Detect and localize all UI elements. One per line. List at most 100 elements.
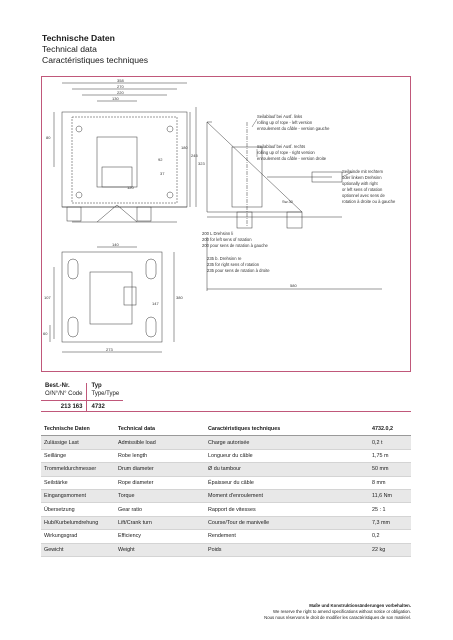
note-crank-fr: optionnel avec sens de (342, 193, 386, 198)
rot-left-de: 200 L Drehsinn li (202, 231, 233, 236)
tech-header: 4732.0,2 (369, 423, 411, 437)
order-col1-en: O/N°/N° Code (41, 390, 88, 401)
rot-left-en: 200 for left sens of rotation (202, 237, 252, 242)
table-cell: Torque (115, 489, 205, 504)
note-crank-fr2: rotation à droite ou à gauche (342, 199, 396, 204)
table-cell: Ø du tambour (205, 462, 369, 477)
table-cell: 0,2 t (369, 435, 411, 450)
note-left-fr: enroulement du câble - version gauche (257, 126, 330, 131)
table-cell: Efficiency (115, 529, 205, 544)
title-en: Technical data (42, 44, 97, 54)
dim-130: 130 (112, 96, 119, 101)
note-left-title: Seilablauf bei Ausf. links (257, 114, 302, 119)
footer-line-en: We reserve the right to amend specificat… (273, 609, 411, 614)
table-cell: 50 mm (369, 462, 411, 477)
table-cell: Rapport de vitesses (205, 502, 369, 517)
dim-270: 270 (117, 84, 124, 89)
title-de: Technische Daten (42, 33, 115, 43)
tech-header: Caractéristiques techniques (205, 423, 369, 437)
footer-line-de: Maße und Konstruktionsänderungen vorbeha… (309, 603, 411, 608)
table-cell: Rendement (205, 529, 369, 544)
table-row: Wirkungsgrad Efficiency Rendement 0,2 (41, 529, 411, 544)
note-right-en: rolling up of rope - right version (257, 150, 315, 155)
table-row: Übersetzung Gear ratio Rapport de vitess… (41, 502, 411, 517)
note-crank-de2: oder linkem Drehsinn (342, 175, 382, 180)
table-row: Seillänge Robe length Longueur du câble … (41, 449, 411, 464)
dim-92: 92 (158, 157, 163, 162)
rot-right-fr: 235 pour sens de rotation à droite (207, 268, 270, 273)
table-cell: 0,2 (369, 529, 411, 544)
order-col1-de: Best.-Nr. (41, 383, 88, 391)
table-cell: Trommeldurchmesser (41, 462, 115, 477)
table-cell: 1,75 m (369, 449, 411, 464)
base-plate (61, 251, 163, 343)
table-row: Trommeldurchmesser Drum diameter Ø du ta… (41, 462, 411, 477)
table-row: Seilstärke Rope diameter Épaisseur du câ… (41, 476, 411, 490)
table-row: Eingangsmoment Torque Moment d'enrouleme… (41, 489, 411, 504)
table-cell: Weight (115, 543, 205, 557)
dim-323: 323 (198, 161, 205, 166)
tech-header-row: Technische Daten Technical data Caractér… (41, 423, 411, 437)
table-cell: Moment d'enroulement (205, 489, 369, 504)
table-cell: Eingangsmoment (41, 489, 115, 504)
tech-table: Technische Daten Technical data Caractér… (41, 423, 411, 557)
dim-580: 580 (290, 283, 297, 288)
order-col2-en: Type/Type (86, 390, 124, 401)
dim-147: 147 (152, 301, 159, 306)
order-col2-de: Typ (91, 383, 102, 389)
dim-220: 220 (117, 90, 124, 95)
note-crank-de: Seilwinde mit rechtem (342, 169, 383, 174)
table-cell: Charge autorisée (205, 435, 369, 450)
dim-60: 60 (43, 331, 48, 336)
drawing-svg: 358 270 220 130 80 180 245 323 92 37 120… (43, 78, 396, 353)
dim-380: 380 (176, 295, 183, 300)
tech-header: Technical data (115, 423, 205, 437)
note-left-en: rolling up of rope - left version (257, 120, 313, 125)
note-right-fr: enroulement du câble - version droite (257, 156, 327, 161)
tech-header: Technische Daten (41, 423, 115, 437)
technical-drawing: 358 270 220 130 80 180 245 323 92 37 120… (41, 76, 411, 372)
dim-sw30: Sw.30 (282, 199, 294, 204)
table-cell: Drum diameter (115, 462, 205, 477)
dim-180: 180 (181, 145, 188, 150)
order-number: 213 163 (41, 400, 88, 411)
order-type: 4732 (91, 404, 105, 410)
table-cell: 7,3 mm (369, 516, 411, 531)
table-cell: Hub/Kurbelumdrehung (41, 516, 115, 531)
table-cell: Gear ratio (115, 502, 205, 517)
dim-358: 358 (117, 78, 124, 83)
dim-245: 245 (191, 153, 198, 158)
order-divider (41, 411, 411, 412)
dim-273: 273 (106, 347, 113, 352)
table-cell: Seilstärke (41, 476, 115, 490)
title-fr: Caractéristiques techniques (42, 55, 149, 65)
table-cell: 11,6 Nm (369, 489, 411, 504)
table-cell: Course/Tour de manivelle (205, 516, 369, 531)
table-row: Zulässige Last Admissible load Charge au… (41, 435, 411, 450)
dim-120: 120 (127, 185, 134, 190)
table-cell: Épaisseur du câble (205, 476, 369, 490)
table-cell: Poids (205, 543, 369, 557)
table-row: Hub/Kurbelumdrehung Lift/Crank turn Cour… (41, 516, 411, 531)
side-bracket (206, 121, 303, 213)
dim-140: 140 (112, 242, 119, 247)
rot-right-en: 235 for right sens of rotation (207, 262, 260, 267)
footer-line-fr: Nous nous réservons le droit de modifier… (264, 615, 411, 620)
rot-left-fr: 200 pour sens de rotation à gauche (202, 243, 269, 248)
table-cell: Longueur du câble (205, 449, 369, 464)
rot-right-de: 235 b. Drehsinn re (207, 256, 242, 261)
table-cell: Robe length (115, 449, 205, 464)
note-right-title: Seilablauf bei Ausf. rechts (257, 144, 305, 149)
table-cell: Lift/Crank turn (115, 516, 205, 531)
note-crank-en2: or left sens of rotation (342, 187, 383, 192)
dim-37: 37 (160, 171, 165, 176)
table-cell: Wirkungsgrad (41, 529, 115, 544)
table-cell: Zulässige Last (41, 435, 115, 450)
table-row: Gewicht Weight Poids 22 kg (41, 543, 411, 557)
order-table: Best.-Nr. Typ O/N°/N° Code Type/Type 213… (41, 383, 124, 411)
footer-disclaimer: Maße und Konstruktionsänderungen vorbeha… (264, 603, 411, 621)
table-cell: Seillänge (41, 449, 115, 464)
table-cell: Gewicht (41, 543, 115, 557)
table-cell: Admissible load (115, 435, 205, 450)
page-header: Technische Daten Technical data Caractér… (42, 33, 148, 66)
